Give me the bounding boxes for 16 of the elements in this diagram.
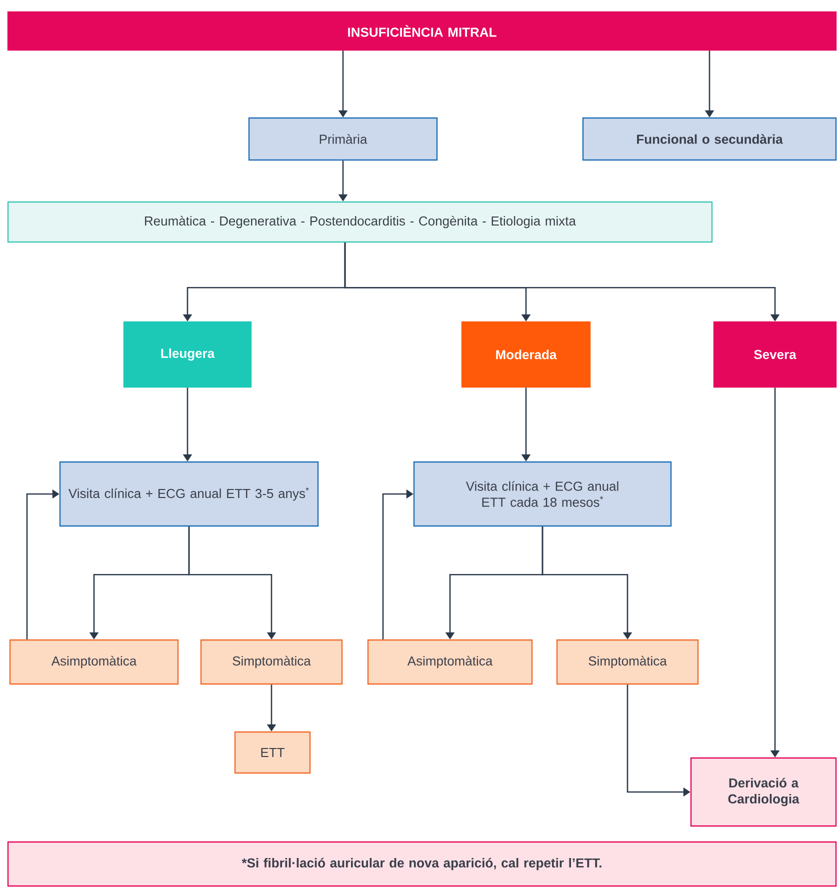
test-box: ETT [234, 731, 311, 774]
process-box: Funcional o secundària [582, 117, 837, 161]
severity-box: Lleugera [123, 321, 252, 388]
symptom-box: Asimptomàtica [367, 639, 533, 685]
severity-box: Severa [713, 321, 837, 388]
process-box: Primària [248, 117, 438, 161]
title-bar: INSUFICIÈNCIA MITRAL [7, 11, 837, 51]
symptom-box: Simptomàtica [200, 639, 343, 685]
symptom-box: Asimptomàtica [9, 639, 179, 685]
process-box: Visita clínica + ECG anual ETT 3-5 anys$^{*}$ [59, 461, 319, 527]
severity-box: Moderada [461, 321, 591, 388]
process-box: Visita clínica + ECG anual ETT cada 18 mesos$^{*}$ [413, 461, 672, 527]
category-box: Reumàtica - Degenerativa - Postendocarditis - Congènita - Etiologia mixta [7, 201, 713, 243]
symptom-box: Simptomàtica [556, 639, 699, 685]
referral-box: Derivació a Cardiologia [690, 757, 837, 827]
footnote-box: *Si fibril·lació auricular de nova aparició, cal repetir l’ETT. [7, 841, 837, 887]
